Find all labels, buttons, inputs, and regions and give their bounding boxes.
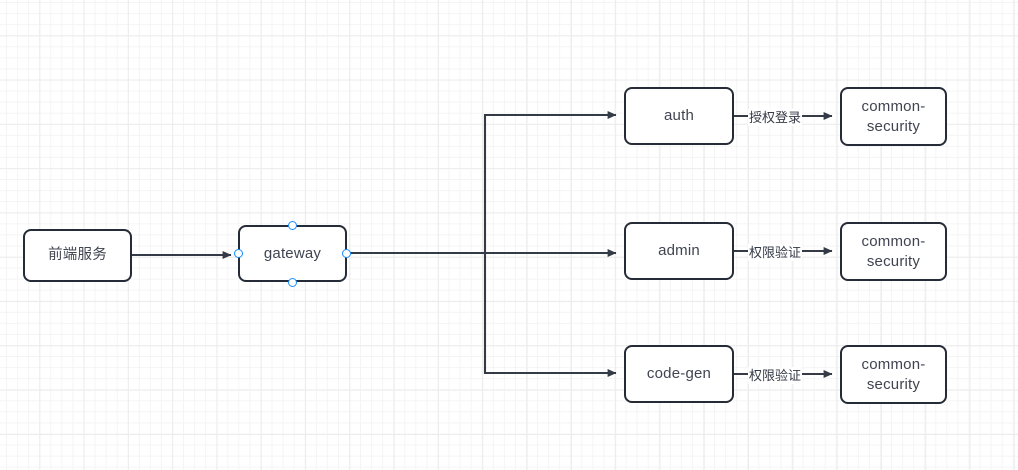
handle-gateway-top[interactable] <box>288 220 297 230</box>
node-frontend[interactable]: 前端服务 <box>23 229 132 282</box>
node-common-security-code-gen-label: common- security <box>861 355 926 393</box>
node-admin[interactable]: admin <box>624 222 734 280</box>
node-common-security-admin-label: common- security <box>861 232 926 270</box>
edge-label-codegen-security[interactable]: 权限验证 <box>748 367 803 384</box>
node-auth-label: auth <box>664 107 694 125</box>
handle-gateway-bottom[interactable] <box>288 277 297 287</box>
edge-gateway-auth[interactable] <box>483 111 617 253</box>
node-auth[interactable]: auth <box>624 87 734 145</box>
edge-gateway-codegen[interactable] <box>483 253 617 377</box>
node-common-security-admin[interactable]: common- security <box>840 222 947 281</box>
node-common-security-auth-label: common- security <box>861 97 926 135</box>
edge-label-admin-security[interactable]: 权限验证 <box>748 244 803 261</box>
node-gateway[interactable]: gateway <box>238 225 347 282</box>
handle-gateway-left[interactable] <box>233 249 243 258</box>
node-common-security-code-gen[interactable]: common- security <box>840 345 947 404</box>
node-code-gen[interactable]: code-gen <box>624 345 734 403</box>
handle-gateway-right[interactable] <box>342 249 351 258</box>
node-admin-label: admin <box>658 242 700 260</box>
node-code-gen-label: code-gen <box>646 365 712 383</box>
edge-label-auth-security[interactable]: 授权登录 <box>748 109 803 126</box>
node-gateway-label: gateway <box>263 244 322 262</box>
node-common-security-auth[interactable]: common- security <box>840 87 947 146</box>
node-frontend-label: 前端服务 <box>48 246 107 263</box>
